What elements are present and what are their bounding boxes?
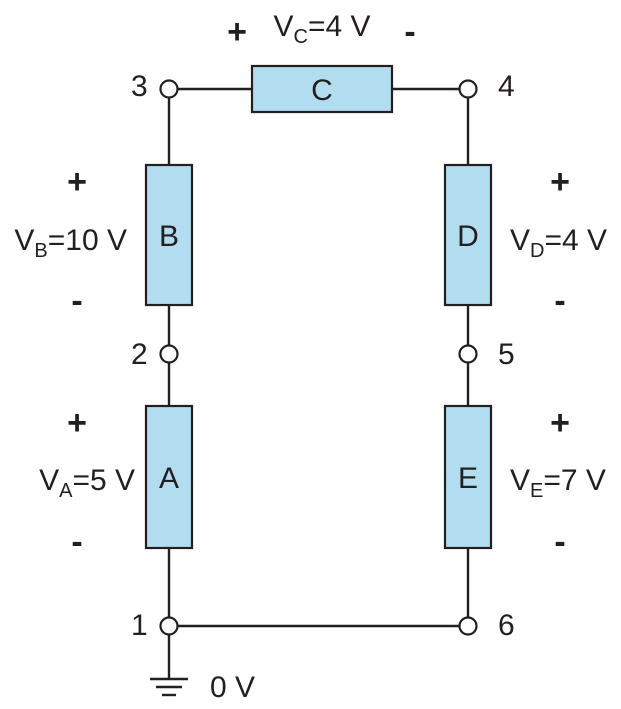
plus-sign-e: + (550, 404, 570, 442)
component-e: E (443, 404, 493, 550)
component-b: B (144, 163, 194, 307)
plus-sign-a: + (67, 404, 87, 442)
component-c: C (250, 64, 394, 114)
plus-sign-c: + (227, 13, 247, 51)
plus-sign-d: + (550, 163, 570, 201)
component-e-label: E (458, 462, 478, 495)
node-2-label: 2 (131, 338, 148, 371)
minus-sign-b: - (71, 282, 82, 320)
node-4 (458, 79, 478, 99)
voltage-label-e: VE=7 V (510, 464, 606, 502)
node-6-label: 6 (498, 609, 515, 642)
minus-sign-c: - (404, 13, 415, 51)
component-a-label: A (159, 462, 179, 495)
voltage-label-c: VC=4 V (273, 10, 370, 48)
node-4-label: 4 (498, 70, 515, 103)
node-3 (159, 79, 179, 99)
component-d: D (443, 163, 493, 307)
node-1-label: 1 (131, 609, 148, 642)
ground-icon (150, 677, 188, 697)
wires (167, 87, 470, 679)
minus-sign-e: - (554, 523, 565, 561)
node-1 (159, 616, 179, 636)
minus-sign-d: - (554, 282, 565, 320)
minus-sign-a: - (71, 523, 82, 561)
node-6 (458, 616, 478, 636)
component-d-label: D (457, 220, 479, 253)
component-c-label: C (311, 74, 333, 107)
ground-label: 0 V (210, 671, 255, 704)
node-5-label: 5 (498, 338, 515, 371)
node-2 (159, 344, 179, 364)
component-b-label: B (159, 220, 179, 253)
voltage-label-b: VB=10 V (14, 224, 127, 262)
node-3-label: 3 (131, 70, 148, 103)
plus-sign-b: + (67, 163, 87, 201)
voltage-label-d: VD=4 V (510, 224, 607, 262)
voltage-label-a: VA=5 V (39, 464, 135, 502)
node-5 (458, 344, 478, 364)
component-a: A (144, 404, 194, 550)
